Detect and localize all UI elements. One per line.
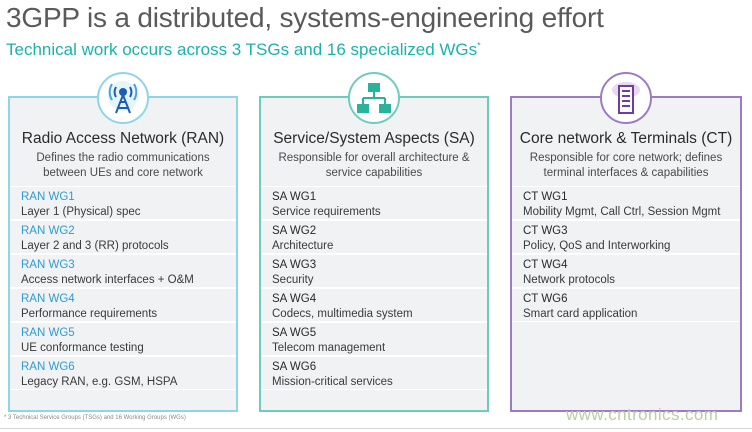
radio-tower-icon [97, 72, 149, 124]
column-ran: Radio Access Network (RAN) Defines the r… [8, 72, 238, 412]
column-ct: Core network & Terminals (CT) Responsibl… [510, 72, 742, 412]
page-title: 3GPP is a distributed, systems-engineeri… [6, 2, 604, 33]
wg-description: Policy, QoS and Interworking [523, 240, 671, 252]
wg-code: CT WG6 [523, 293, 568, 305]
ct-description-line: Responsible for core network; defines [529, 152, 723, 164]
wg-description: Access network interfaces + O&M [21, 274, 194, 286]
wg-code: SA WG6 [272, 361, 317, 373]
sa-description: Responsible for overall architecture & s… [261, 151, 487, 181]
ct-description-line: terminal interfaces & capabilities [543, 167, 709, 179]
wg-description: Mobility Mgmt, Call Ctrl, Session Mgmt [523, 206, 721, 218]
wg-code: RAN WG1 [21, 191, 75, 203]
wg-code: RAN WG4 [21, 293, 75, 305]
wg-code: SA WG4 [272, 293, 317, 305]
sa-header: Service/System Aspects (SA) Responsible … [261, 130, 487, 181]
wg-code: SA WG5 [272, 327, 317, 339]
wg-code: CT WG3 [523, 225, 568, 237]
wg-code: SA WG2 [272, 225, 317, 237]
watermark: www.cntronics.com [566, 405, 719, 424]
cloud-server-glyph [612, 82, 640, 114]
wg-description: UE conformance testing [21, 342, 144, 354]
wg-description: Performance requirements [21, 308, 158, 320]
radio-tower-glyph [108, 81, 138, 114]
wg-code: RAN WG5 [21, 327, 75, 339]
wg-description: Smart card application [523, 308, 638, 320]
subtitle-footnote-marker: * [477, 40, 481, 51]
wg-description: Architecture [272, 240, 334, 252]
wg-code: SA WG3 [272, 259, 317, 271]
ran-header: Radio Access Network (RAN) Defines the r… [10, 130, 236, 181]
bottom-divider [0, 428, 752, 429]
wg-description: Mission-critical services [272, 376, 393, 388]
wg-code: CT WG1 [523, 191, 568, 203]
wg-description: Legacy RAN, e.g. GSM, HSPA [21, 376, 178, 388]
wg-description: Codecs, multimedia system [272, 308, 413, 320]
sa-description-line: Responsible for overall architecture & [278, 152, 470, 164]
wg-code: RAN WG3 [21, 259, 75, 271]
ct-name: Core network & Terminals (CT) [519, 130, 733, 147]
wg-description: Telecom management [272, 342, 386, 354]
network-hierarchy-icon [348, 72, 400, 124]
subtitle-text: Technical work occurs across 3 TSGs and … [6, 40, 478, 59]
ct-description: Responsible for core network; defines te… [512, 151, 740, 181]
sa-description-line: service capabilities [325, 167, 423, 179]
wg-code: SA WG1 [272, 191, 317, 203]
ran-name: Radio Access Network (RAN) [21, 130, 225, 147]
wg-description: Layer 1 (Physical) spec [21, 206, 141, 218]
list-item: RAN WG5 UE conformance testing [10, 322, 236, 356]
ran-description-line: between UEs and core network [43, 167, 203, 179]
wg-code: RAN WG6 [21, 361, 75, 373]
column-sa: Service/System Aspects (SA) Responsible … [259, 72, 489, 412]
wg-description: Layer 2 and 3 (RR) protocols [21, 240, 169, 252]
network-hierarchy-glyph [357, 83, 391, 113]
wg-code: CT WG4 [523, 259, 568, 271]
ct-header: Core network & Terminals (CT) Responsibl… [512, 130, 740, 181]
wg-code: RAN WG2 [21, 225, 75, 237]
wg-description: Service requirements [272, 206, 381, 218]
ran-description-line: Defines the radio communications [36, 152, 210, 164]
cloud-server-icon [600, 72, 652, 124]
wg-description: Security [272, 274, 314, 286]
ran-description: Defines the radio communications between… [10, 151, 236, 181]
wg-description: Network protocols [523, 274, 616, 286]
page-subtitle: Technical work occurs across 3 TSGs and … [6, 40, 481, 60]
sa-name: Service/System Aspects (SA) [273, 130, 475, 147]
footnote: * 3 Technical Service Groups (TSGs) and … [4, 415, 186, 421]
